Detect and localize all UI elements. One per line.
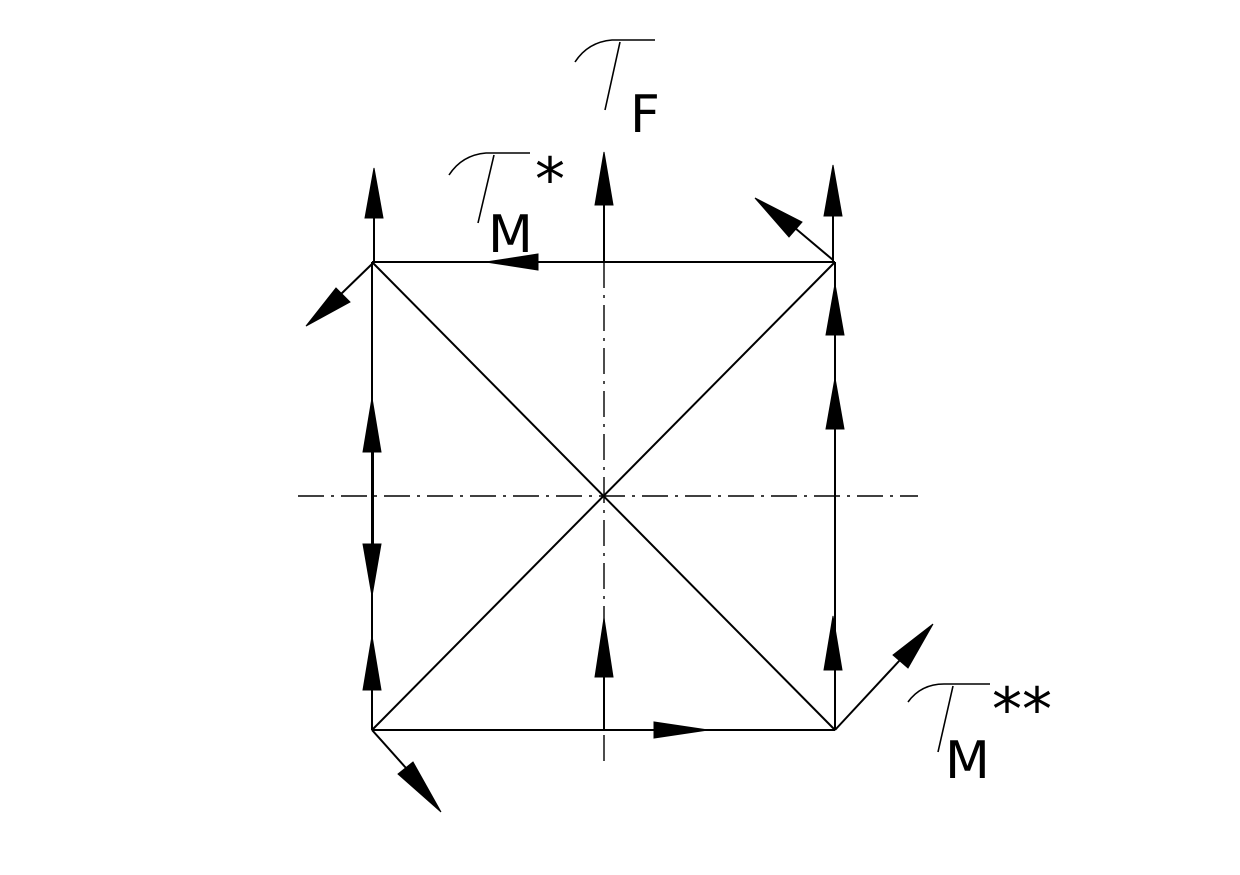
tau-m-double-star-subscript: M — [945, 731, 990, 791]
arrow-top-right-diag-head — [754, 197, 803, 238]
tau-m-star-glyph — [448, 152, 530, 224]
arrow-left-edge-down-head — [362, 543, 382, 597]
arrow-top-left-up-head — [364, 167, 384, 219]
arrow-right-edge-up-head-2 — [825, 377, 845, 430]
label-tau-m-double-star: M ** — [907, 675, 1052, 791]
tau-m-double-star-glyph — [907, 683, 990, 753]
label-tau-f: F — [574, 39, 660, 145]
arrow-bottom-left-diag-shaft — [371, 729, 407, 769]
arrow-bottom-edge-right-head — [653, 721, 709, 739]
arrow-bottom-right-diag-head — [892, 623, 934, 669]
arrow-bottom-left-up-head — [362, 635, 382, 691]
arrow-tau-f-head — [594, 151, 614, 206]
arrow-top-left-diag-shaft — [339, 263, 373, 296]
arrow-top-right-diag-shaft — [794, 227, 834, 261]
tau-m-double-star-superscript: ** — [992, 675, 1052, 745]
arrow-top-right-up-head — [823, 164, 843, 217]
label-tau-m-star: M * — [448, 145, 565, 265]
arrow-top-edge-left-head — [485, 253, 539, 271]
tau-m-star-superscript: * — [535, 145, 565, 215]
arrow-bottom-center-up-head — [594, 617, 614, 678]
diagonal-bottom-left-top-right — [371, 261, 836, 731]
tau-f-glyph — [574, 39, 655, 111]
arrow-bottom-right-up-head — [823, 615, 843, 671]
arrow-left-edge-up-head — [362, 397, 382, 453]
arrow-right-edge-up-head-1 — [825, 283, 845, 336]
tau-m-star-subscript: M — [488, 205, 533, 265]
arrow-bottom-right-diag-shaft — [834, 659, 901, 731]
arrow-bottom-left-diag-head — [397, 761, 442, 813]
arrow-top-left-diag-head — [305, 287, 351, 327]
tau-f-subscript: F — [630, 85, 660, 145]
